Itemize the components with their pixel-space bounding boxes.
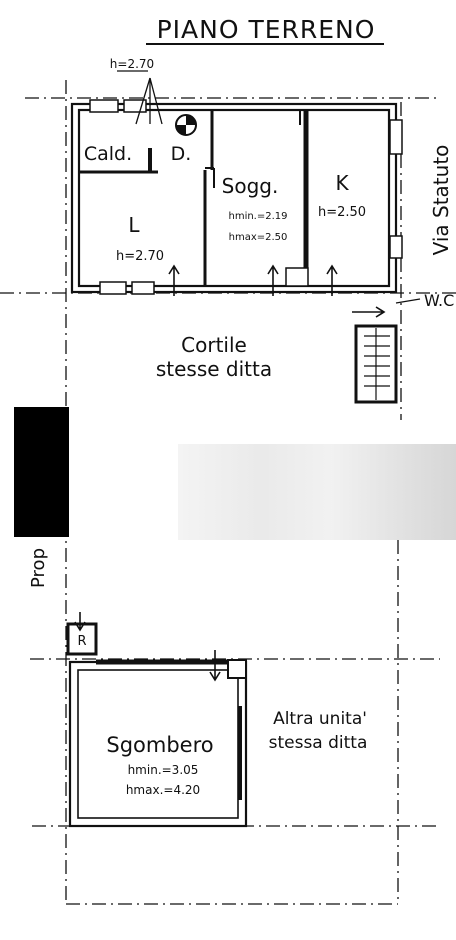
staircase [354,324,398,404]
r-box [66,622,98,656]
soggiorno-label: Sogg. [222,174,279,198]
vent-lines [135,77,163,125]
boiler-symbol [175,114,197,136]
street-label: Via Statuto [429,145,453,256]
redaction-block [14,407,69,537]
storage-walls [68,659,248,828]
blurred-region [178,444,456,540]
house-walls [70,102,398,294]
courtyard-line1: Cortile [181,333,247,357]
sgombero-label: Sgombero [106,733,213,757]
cucina-label: K [335,171,349,195]
other-unit-line2: stessa ditta [269,733,368,753]
side-label: Prop [28,548,49,588]
cucina-height: h=2.50 [318,205,366,220]
disimpegno-label: D. [171,143,192,165]
soggiorno-hmax: hmax=2.50 [229,232,288,243]
entry-arrows [74,264,386,682]
other-unit-line1: Altra unita' [273,709,367,729]
interior-walls [79,110,309,286]
letto-label: L [128,213,140,237]
r-mark: R [77,634,86,649]
sgombero-hmin: hmin.=3.05 [128,763,199,777]
height-top-label: h=2.70 [110,57,154,71]
plan-title: PIANO TERRENO [157,15,376,44]
soggiorno-hmin: hmin.=2.19 [228,211,287,222]
sgombero-hmax: hmax.=4.20 [126,783,200,797]
wc-label: W.C [424,291,454,310]
letto-height: h=2.70 [116,249,164,264]
wc-leader [395,298,421,304]
courtyard-line2: stesse ditta [156,357,272,381]
windows [89,99,403,295]
caldaia-label: Cald. [84,143,132,165]
